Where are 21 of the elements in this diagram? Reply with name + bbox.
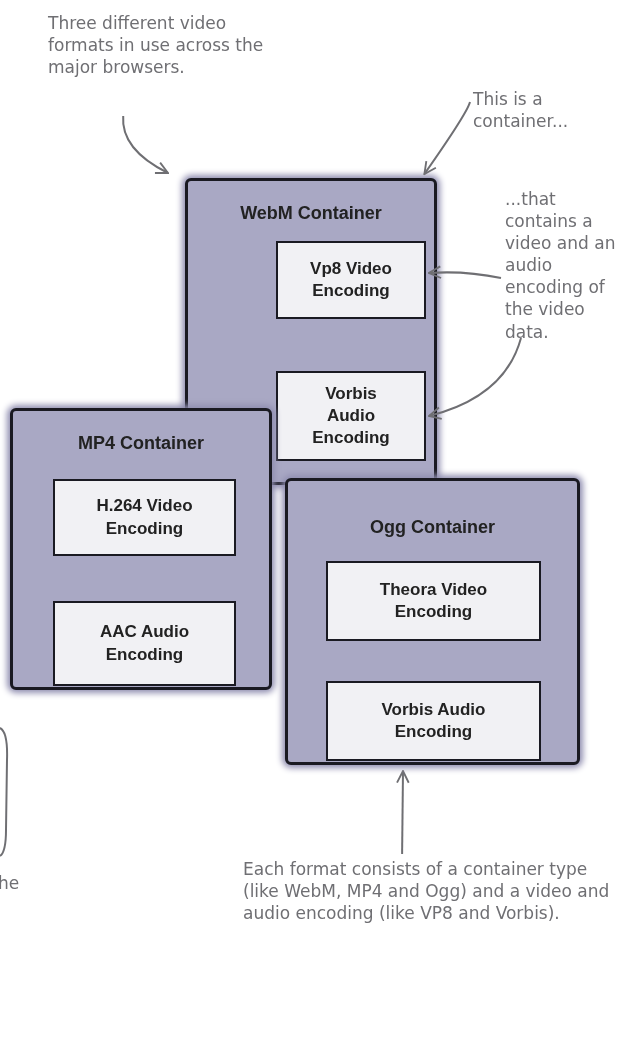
container-title: Ogg Container (369, 517, 496, 538)
container-title: MP4 Container (77, 433, 205, 454)
encoding-box: AAC Audio Encoding (53, 601, 236, 686)
encoding-box: Vorbis Audio Encoding (326, 681, 541, 761)
container-box (285, 478, 580, 765)
arrow (122, 115, 169, 174)
annotation-text: Three different video formats in use across the major browsers. (48, 12, 283, 112)
encoding-box: Vp8 Video Encoding (276, 241, 426, 319)
annotation-text: he (0, 872, 20, 895)
annotation-text: This is a container... (473, 88, 623, 150)
container-box (10, 408, 272, 690)
arrow (423, 101, 471, 175)
encoding-box: H.264 Video Encoding (53, 479, 236, 556)
annotation-text: Each format consists of a container type (like WebM, MP4 and Ogg) and a video and audio encoding (like VP8 and Vorbis). (243, 858, 613, 1043)
annotation-text: ...that contains a video and an audio encoding of the video data. (505, 188, 627, 388)
encoding-box: Theora Video Encoding (326, 561, 541, 641)
container-title: WebM Container (239, 203, 383, 224)
arrow (428, 337, 522, 420)
arrow (396, 770, 410, 855)
arrow (428, 265, 502, 280)
encoding-box: Vorbis Audio Encoding (276, 371, 426, 461)
